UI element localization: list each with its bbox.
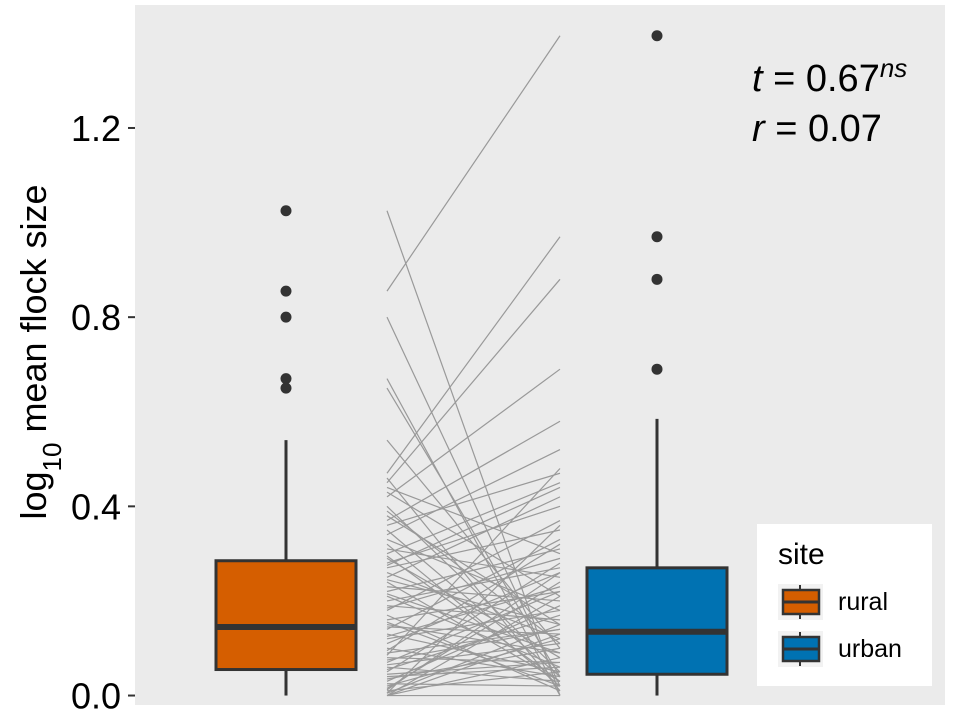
legend-label: rural [838,588,888,616]
paired-line [386,572,561,691]
paired-line [386,666,561,682]
y-axis-title: log10 mean flock size [13,184,67,519]
paired-line [386,628,561,654]
paired-line [386,543,561,687]
y-tick-label: 0.0 [71,676,121,711]
box-iqr [585,566,729,676]
paired-line [386,505,561,564]
paired-line [386,579,561,626]
paired-line [386,657,561,664]
box-iqr [214,559,358,672]
paired-line [386,35,561,292]
paired-line [386,543,561,652]
paired-line [386,468,561,656]
y-axis: 0.0 0.4 0.8 1.2 [71,108,135,711]
paired-line [386,368,561,498]
paired-line [386,572,561,645]
paired-line [386,628,561,661]
paired-line [386,538,561,611]
outlier-point [651,273,663,285]
boxes [214,30,729,696]
paired-line [386,590,561,663]
paired-line [386,638,561,687]
paired-line [386,486,561,555]
paired-line [386,595,561,697]
paired-lines [386,35,561,697]
paired-line [386,555,561,682]
paired-line [386,486,561,567]
paired-line [386,586,561,637]
t-statistic: t = 0.67ns [752,53,907,100]
paired-line [386,491,561,597]
paired-line [386,449,561,536]
legend-title: site [778,538,825,571]
paired-line [386,614,561,671]
paired-line [386,609,561,640]
outlier-point [280,373,292,385]
paired-line [386,661,561,675]
paired-line [386,633,561,673]
paired-line [386,529,561,569]
paired-line [386,624,561,654]
box-urban [585,30,729,696]
outlier-point [651,30,663,42]
paired-line [386,590,561,621]
paired-line [386,529,561,678]
paired-line [386,683,561,687]
paired-line [386,482,561,555]
legend-label: urban [838,635,902,663]
legend: site rural urban [757,524,932,686]
statistics-annotation: t = 0.67ns r = 0.07 [752,53,907,150]
outlier-point [280,382,292,394]
paired-line [386,520,561,611]
outlier-point [280,311,292,323]
outlier-point [651,231,663,243]
paired-line [386,420,561,522]
paired-line [386,496,561,578]
legend-entry-rural: rural [778,584,888,620]
outlier-point [280,205,292,217]
y-tick-label: 1.2 [71,108,121,149]
box-rural [214,205,358,696]
paired-line [386,647,561,680]
legend-entry-urban: urban [778,631,902,667]
paired-line [386,524,561,694]
r-statistic: r = 0.07 [752,108,882,150]
y-tick-label: 0.8 [71,297,121,338]
paired-line [386,387,561,677]
paired-line [386,624,561,694]
paired-line [386,593,561,654]
paired-line [386,510,561,644]
paired-line [386,633,561,697]
y-tick-label: 0.4 [71,486,121,527]
paired-line [386,236,561,474]
paired-line [386,548,561,593]
paired-line [386,278,561,484]
paired-line [386,666,561,678]
outlier-point [280,285,292,297]
paired-line [386,477,561,692]
paired-line [386,605,561,682]
paired-line [386,562,561,673]
paired-line [386,472,561,526]
outlier-point [651,363,663,375]
paired-line [386,557,561,609]
